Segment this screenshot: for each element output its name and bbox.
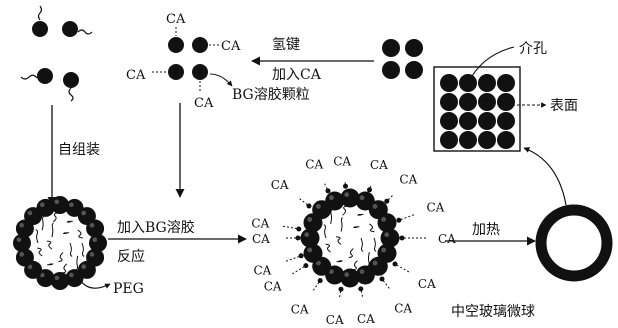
peg-pointer [80,280,110,288]
bg-sol-particles-group [152,27,220,93]
bg-sol-particle-label: BG溶胶颗粒 [232,86,310,103]
ca-label-ring-9: CA [264,280,282,294]
hydrogen-bond-label: 氢键 [272,37,300,53]
peg-particles-group [21,6,92,101]
ca-label-ring-8: CA [438,232,456,246]
add-ca-top-label: 加入CA [272,67,322,83]
ca-label-ring-12: CA [357,312,375,326]
ca-label-ring-16: CA [254,264,272,278]
ca-label-ring-15: CA [427,201,445,215]
ca-label-ring-3: CA [370,158,388,172]
ca-label-ring-14: CA [418,277,436,291]
bg-sol-pointer [210,74,232,86]
ca-label-ring-13: CA [394,301,412,315]
ca-coated-micelle [301,189,400,288]
ca-rays: CA CA CA CA CA CA CA CA CA CA CA CA CA CA CA CA [251,154,456,326]
ca-label-ring-6: CA [251,216,269,230]
ca-label-ring-7: CA [252,232,270,246]
reaction-label: 反应 [117,248,145,265]
ca-label-ring-11: CA [326,313,344,327]
heating-label: 加热 [472,222,500,238]
peg-label: PEG [113,281,144,297]
bare-particles-group [382,39,423,79]
surface-label: 表面 [550,98,578,114]
ca-label-ring-10: CA [291,302,309,316]
ca-label-ring-2: CA [305,158,323,172]
hollow-glass-microsphere-label: 中空玻璃微球 [451,303,535,320]
ca-label-ring-4: CA [399,173,417,187]
ca-label-tm-1: CA [166,12,186,27]
ca-label-ring-1: CA [333,154,351,168]
self-assembly-label: 自组装 [58,142,100,158]
peg-micelle [13,196,107,290]
add-bg-sol-label: 加入BG溶胶 [117,219,195,236]
microsphere-to-box-arrow [524,148,566,205]
ca-label-ring-5: CA [271,178,289,192]
ca-label-tm-3: CA [126,68,146,83]
mesopore-label: 介孔 [519,41,547,57]
ca-label-tm-2: CA [221,39,241,54]
hollow-glass-microsphere [541,210,607,276]
ca-label-tm-4: CA [194,96,214,111]
